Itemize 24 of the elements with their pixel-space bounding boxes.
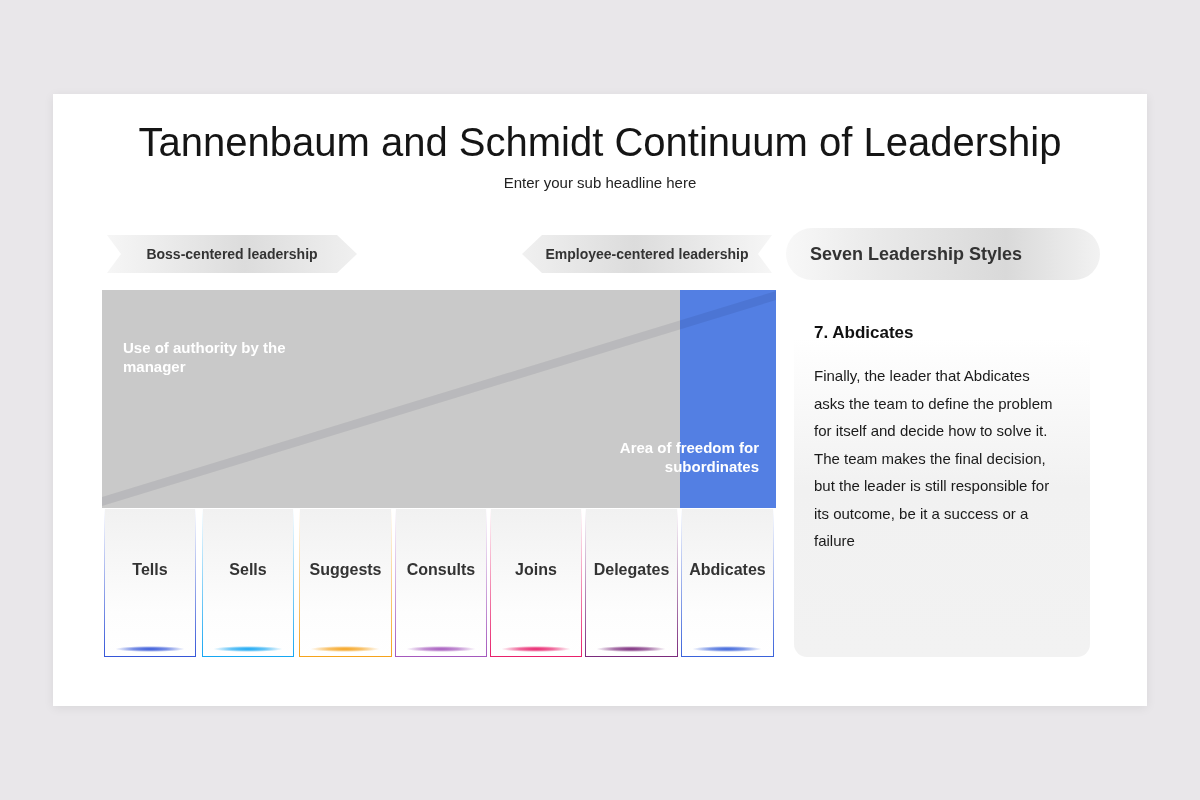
style-card: [299, 508, 392, 657]
right-chevron-banner: [107, 235, 357, 273]
style-card: [104, 508, 196, 657]
style-card: [585, 508, 678, 657]
style-label: Joins: [515, 561, 557, 578]
banner-label: Employee-centered leadership: [545, 246, 749, 262]
subtitle: Enter your sub headline here: [503, 174, 697, 192]
panel-title: Seven Leadership Styles: [810, 243, 1023, 265]
style-card: [395, 508, 487, 657]
style-label: Consults: [406, 561, 476, 578]
header-pill: [786, 228, 1100, 280]
slide-title: Tannenbaum and Schmidt Continuum of Leadership: [138, 119, 1062, 166]
style-card: [490, 508, 582, 657]
style-label: Delegates: [593, 561, 670, 578]
style-card: [681, 508, 774, 657]
style-heading: 7. Abdicates: [814, 322, 914, 344]
style-description: Finally, the leader that Abdicates asks the team to define the problem for itself and decide how to solve it. The team makes the final decision, but the leader is still responsible for its outcome, be it a success or a failure: [814, 366, 1054, 551]
style-card: [202, 508, 294, 657]
style-label: Abdicates: [689, 561, 766, 578]
style-label: Sells: [229, 561, 267, 578]
style-label: Suggests: [309, 561, 382, 578]
style-label: Tells: [132, 561, 168, 578]
left-chevron-banner: [522, 235, 772, 273]
banner-label: Boss-centered leadership: [146, 246, 318, 262]
